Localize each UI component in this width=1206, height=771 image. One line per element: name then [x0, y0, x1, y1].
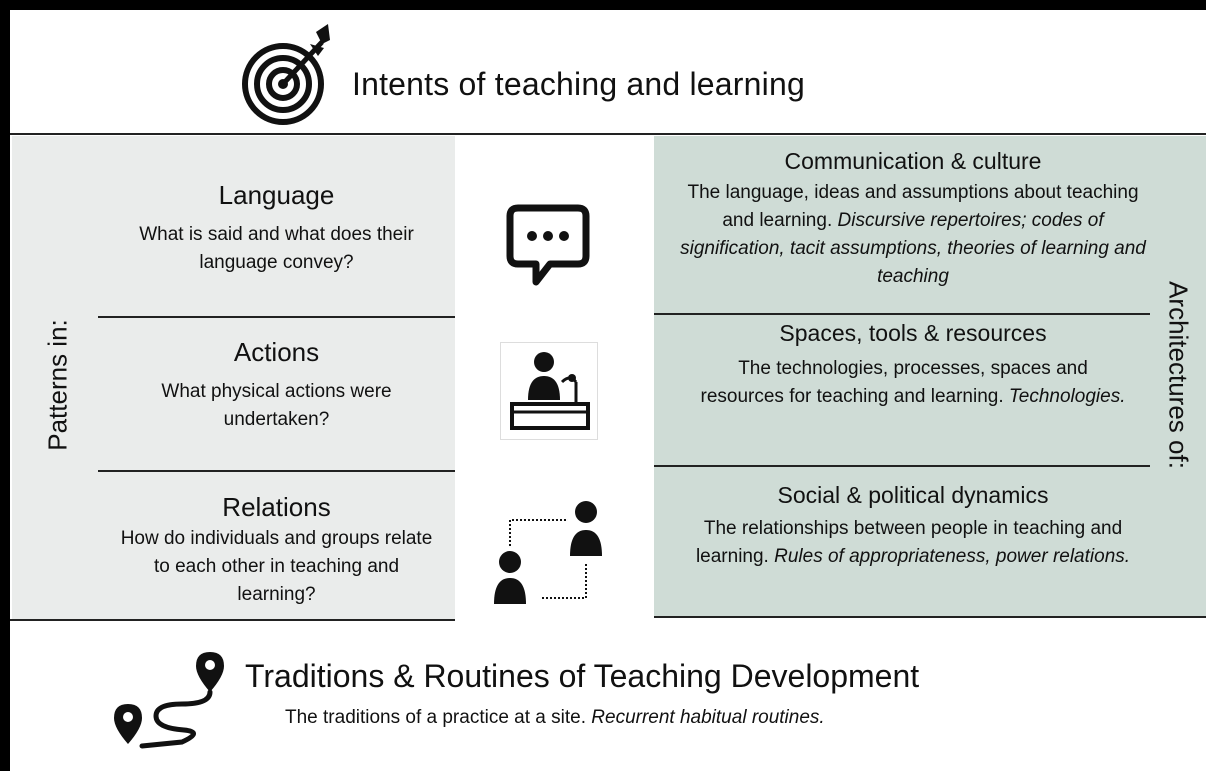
spaces-italic: Technologies.	[1008, 386, 1126, 407]
social-box: Social & political dynamics The relation…	[670, 482, 1156, 571]
traditions-italic: Recurrent habitual routines.	[591, 707, 825, 728]
communication-heading: Communication & culture	[784, 148, 1042, 174]
connected-people-icon	[494, 501, 602, 604]
language-text: What is said and what does their languag…	[139, 224, 414, 273]
bottom-divider-right	[654, 616, 1206, 618]
social-heading: Social & political dynamics	[777, 482, 1049, 508]
speech-bubble-icon	[506, 204, 590, 286]
actions-heading: Actions	[233, 337, 320, 367]
patterns-label: Patterns in:	[42, 319, 73, 451]
actions-text: What physical actions were undertaken?	[161, 381, 392, 430]
relations-text: How do individuals and groups relate to …	[120, 528, 433, 605]
architectures-side-label: Architectures of:	[1150, 255, 1206, 495]
header-divider	[10, 133, 1206, 135]
target-icon	[242, 24, 330, 125]
social-italic: Rules of appropriateness, power relation…	[774, 546, 1131, 567]
communication-box: Communication & culture The language, id…	[670, 148, 1156, 291]
language-box: Language What is said and what does thei…	[98, 180, 455, 277]
traditions-desc: The traditions of a practice at a site.	[285, 707, 586, 728]
communication-text: The language, ideas and assumptions abou…	[670, 179, 1156, 291]
traditions-text: The traditions of a practice at a site. …	[285, 707, 825, 729]
traditions-title: Traditions & Routines of Teaching Develo…	[245, 658, 920, 694]
speaker-at-lectern-icon	[500, 342, 598, 440]
right-divider-1	[654, 313, 1150, 315]
left-divider-2	[98, 470, 455, 472]
right-divider-2	[654, 465, 1150, 467]
spaces-heading: Spaces, tools & resources	[779, 320, 1047, 346]
social-desc: The relationships between people in teac…	[695, 518, 1123, 567]
patterns-panel	[12, 136, 455, 620]
architectures-panel	[654, 136, 1206, 617]
communication-desc: The language, ideas and assumptions abou…	[687, 182, 1139, 231]
spaces-text: The technologies, processes, spaces and …	[670, 355, 1156, 411]
architectures-label: Architectures of:	[1163, 281, 1194, 469]
page-title: Intents of teaching and learning	[352, 66, 805, 102]
language-heading: Language	[218, 180, 335, 210]
bottom-divider-left	[10, 619, 455, 621]
communication-italic: Discursive repertoires; codes of signifi…	[680, 210, 1146, 287]
relations-box: Relations How do individuals and groups …	[98, 492, 455, 609]
relations-heading: Relations	[222, 492, 331, 522]
spaces-box: Spaces, tools & resources The technologi…	[670, 320, 1156, 411]
social-text: The relationships between people in teac…	[670, 515, 1156, 571]
patterns-side-label: Patterns in:	[18, 285, 98, 485]
actions-box: Actions What physical actions were under…	[98, 337, 455, 434]
spaces-desc: The technologies, processes, spaces and …	[700, 358, 1088, 407]
route-map-icon	[114, 652, 224, 749]
left-divider-1	[98, 316, 455, 318]
